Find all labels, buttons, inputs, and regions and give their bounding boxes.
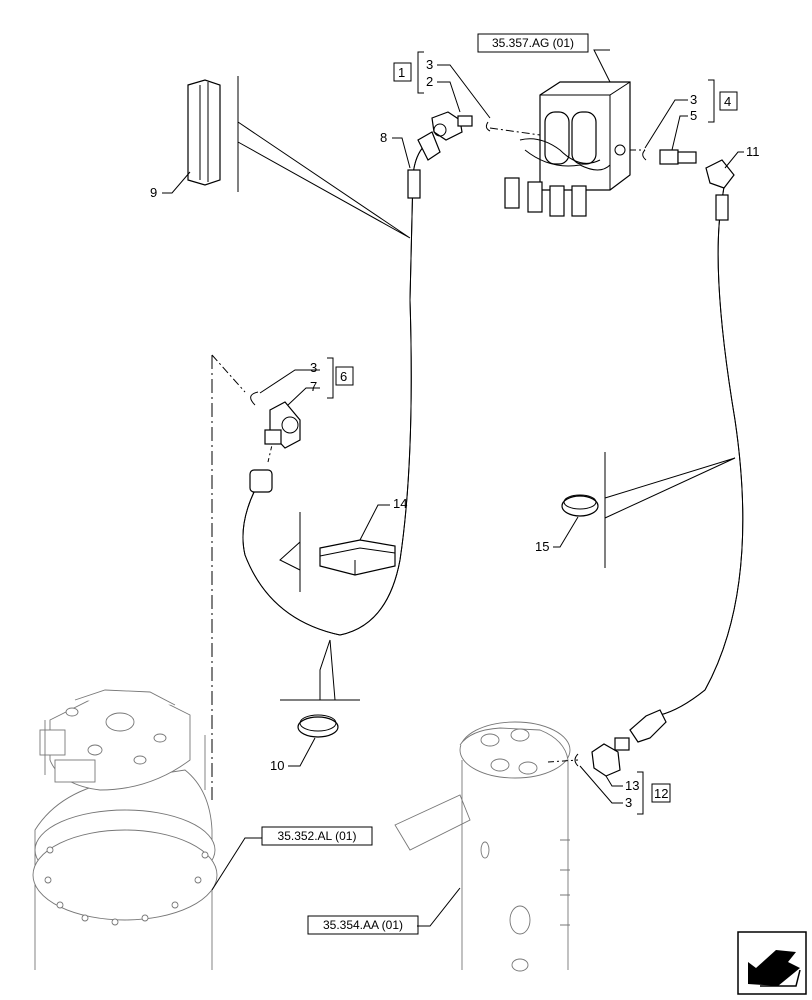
box-12 <box>651 783 671 803</box>
clamp-15 <box>561 494 599 517</box>
ref-top[interactable]: 35.357.AG (01) <box>492 36 574 50</box>
ref-bottom[interactable]: 35.354.AA (01) <box>323 918 403 932</box>
fitting-5 <box>659 149 697 165</box>
spacer-14 <box>319 539 396 576</box>
callout-13: 13 <box>625 778 639 793</box>
leader-lines <box>162 49 744 927</box>
callout-10: 10 <box>270 758 284 773</box>
callout-9: 9 <box>150 185 157 200</box>
callout-11: 11 <box>746 144 760 159</box>
arrow-icon[interactable] <box>737 931 807 995</box>
box-6 <box>335 366 354 386</box>
ref-left[interactable]: 35.352.AL (01) <box>278 829 357 843</box>
box-1 <box>393 62 412 82</box>
callout-3-bottom: 3 <box>625 795 632 810</box>
callout-1: 1 <box>398 65 405 80</box>
hose-11 <box>629 159 744 743</box>
ref-box-top <box>477 33 589 53</box>
bracket-12 <box>637 771 644 815</box>
section-mark-15 <box>604 452 736 568</box>
section-mark-14 <box>279 512 301 592</box>
callout-2: 2 <box>426 74 433 89</box>
callout-4: 4 <box>724 94 731 109</box>
section-mark-9 <box>237 76 411 239</box>
fitting-13 <box>591 737 630 777</box>
bracket-6 <box>327 357 334 399</box>
callout-5: 5 <box>690 108 697 123</box>
o-ring-3c <box>250 391 259 406</box>
o-ring-3a <box>485 121 491 132</box>
fitting-2 <box>431 111 473 141</box>
swivel-joint <box>394 721 571 972</box>
valve-block <box>504 81 631 217</box>
clip-9 <box>187 79 221 186</box>
ref-box-bottom <box>307 915 419 935</box>
ref-box-left <box>261 826 373 846</box>
callout-6: 6 <box>340 369 347 384</box>
callout-3-right: 3 <box>690 92 697 107</box>
swing-motor <box>32 689 218 970</box>
callout-7: 7 <box>310 379 317 394</box>
bracket-1 <box>417 51 424 94</box>
o-ring-3b <box>642 149 647 161</box>
hose-8 <box>242 131 441 636</box>
section-mark-10 <box>280 639 360 701</box>
callout-14: 14 <box>393 496 407 511</box>
o-ring-3d <box>574 753 579 767</box>
clamp-10 <box>297 714 339 738</box>
callout-12: 12 <box>654 786 668 801</box>
callout-3-left: 3 <box>310 360 317 375</box>
box-4 <box>719 91 738 111</box>
callout-15: 15 <box>535 539 549 554</box>
callout-3-top: 3 <box>426 57 433 72</box>
bracket-4 <box>708 79 715 123</box>
fitting-7 <box>264 401 301 449</box>
callout-8: 8 <box>380 130 387 145</box>
